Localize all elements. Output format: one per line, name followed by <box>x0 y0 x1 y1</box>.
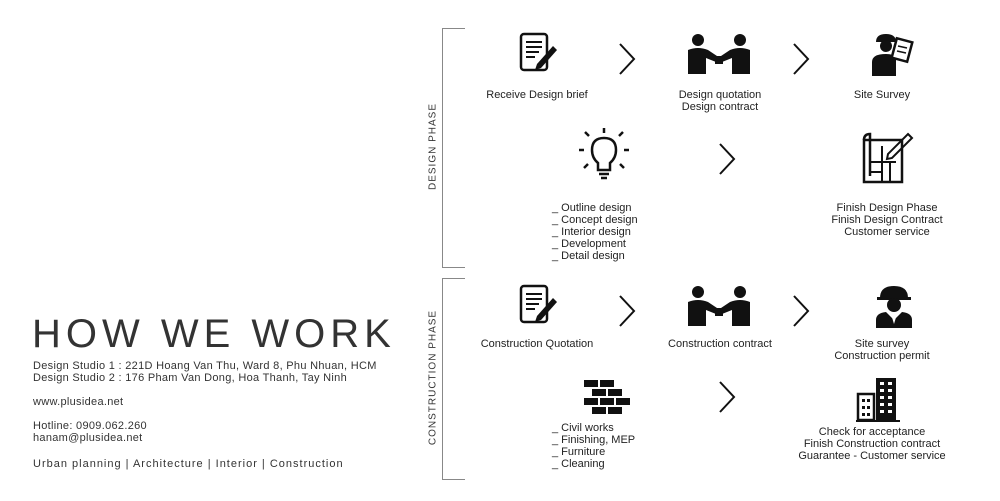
chevron-right-icon <box>793 43 810 75</box>
design-list: _ Outline design _ Concept design _ Inte… <box>552 202 638 262</box>
chevron-right-icon <box>719 143 736 175</box>
hotline: Hotline: 0909.062.260 <box>33 420 147 432</box>
page-title: HOW WE WORK <box>32 312 396 356</box>
chevron-right-icon <box>619 43 636 75</box>
bricks-icon <box>584 380 630 414</box>
design-phase-label: DESIGN PHASE <box>427 102 439 191</box>
step-receive-brief: Receive Design brief <box>486 89 588 101</box>
list-item: _ Detail design <box>552 250 625 262</box>
step-design-contract: Design contract <box>681 101 759 113</box>
list-item: _ Cleaning <box>552 458 605 470</box>
website-link[interactable]: www.plusidea.net <box>33 396 124 408</box>
finish-design-contract: Finish Design Contract <box>831 214 943 226</box>
design-phase-bracket <box>442 28 465 268</box>
finish-construction-contract: Finish Construction contract <box>803 438 941 450</box>
handshake-icon <box>688 286 750 326</box>
customer-service: Customer service <box>844 226 930 238</box>
step-site-survey-construction: Site survey <box>854 338 910 350</box>
studio-1-address: Design Studio 1 : 221D Hoang Van Thu, Wa… <box>33 360 377 372</box>
guarantee-customer-service: Guarantee - Customer service <box>798 450 946 462</box>
surveyor-icon <box>872 34 914 76</box>
worker-icon <box>876 286 912 328</box>
list-item: _ Interior design <box>552 226 631 238</box>
document-pen-icon <box>519 32 557 72</box>
studio-2-address: Design Studio 2 : 176 Pham Van Dong, Hoa… <box>33 372 347 384</box>
document-pen-icon <box>519 284 557 324</box>
check-acceptance: Check for acceptance <box>818 426 926 438</box>
step-construction-permit: Construction permit <box>834 350 930 362</box>
list-item: _ Furniture <box>552 446 606 458</box>
construction-list: _ Civil works _ Finishing, MEP _ Furnitu… <box>552 422 635 470</box>
step-site-survey: Site Survey <box>853 89 911 101</box>
list-item: _ Development <box>552 238 626 250</box>
construction-phase-label: CONSTRUCTION PHASE <box>427 309 439 446</box>
handshake-icon <box>688 34 750 74</box>
chevron-right-icon <box>619 295 636 327</box>
step-design-quotation: Design quotation <box>678 89 762 101</box>
chevron-right-icon <box>793 295 810 327</box>
step-construction-contract: Construction contract <box>668 338 772 350</box>
lightbulb-icon <box>579 128 629 180</box>
construction-phase-bracket <box>442 278 465 480</box>
list-item: _ Finishing, MEP <box>552 434 636 446</box>
buildings-icon <box>856 378 900 422</box>
services-line: Urban planning | Architecture | Interior… <box>33 458 344 470</box>
list-item: _ Outline design <box>552 202 632 214</box>
finish-design-phase: Finish Design Phase <box>836 202 938 214</box>
list-item: _ Concept design <box>552 214 638 226</box>
step-construction-quotation: Construction Quotation <box>480 338 594 350</box>
list-item: _ Civil works <box>552 422 614 434</box>
blueprint-icon <box>862 132 914 184</box>
chevron-right-icon <box>719 381 736 413</box>
email-link[interactable]: hanam@plusidea.net <box>33 432 143 444</box>
